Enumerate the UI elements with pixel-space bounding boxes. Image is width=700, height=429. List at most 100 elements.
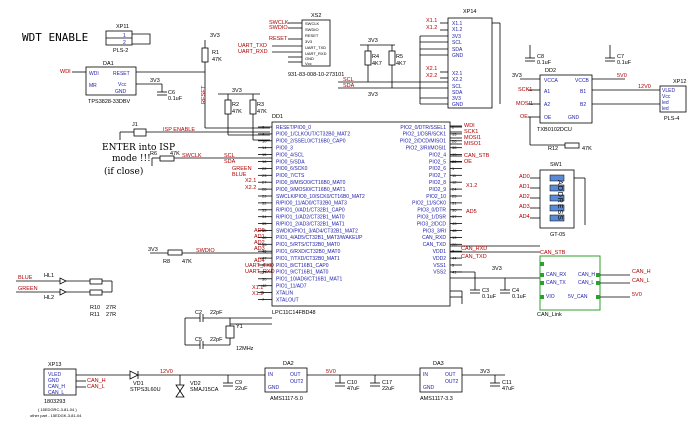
svg-text:X2.2: X2.2 <box>426 73 437 79</box>
dd1-part: LPC11C14FBD48 <box>272 310 316 316</box>
svg-text:UART_RXD: UART_RXD <box>245 269 275 275</box>
svg-text:GND: GND <box>452 53 464 59</box>
svg-text:XS2: XS2 <box>311 13 321 19</box>
svg-text:SCK1: SCK1 <box>464 129 478 135</box>
dd1-pin-number: 10 <box>262 138 267 143</box>
dd1-pin-name: PIO1_9/CT16B1_MAT0 <box>276 270 329 276</box>
da1-part: TPS3828-33DBV <box>88 99 131 105</box>
dd1-pin-number: 24 <box>452 187 457 192</box>
svg-text:C2: C2 <box>195 310 202 316</box>
svg-text:MISO1: MISO1 <box>464 141 481 147</box>
svg-text:AD2: AD2 <box>519 194 530 200</box>
svg-text:CAN_H: CAN_H <box>632 269 651 275</box>
svg-text:C6: C6 <box>168 90 175 96</box>
vd1-diode <box>129 370 139 380</box>
dd1-pin-name: XTALOUT <box>276 297 299 303</box>
dd1-pin-number: 7 <box>262 297 265 302</box>
svg-text:4K7: 4K7 <box>372 61 382 67</box>
net-wdi-da1: WDI <box>60 69 71 75</box>
net-reset-vertical: RESET <box>201 85 207 104</box>
r3-resistor <box>249 99 257 115</box>
svg-text:B2: B2 <box>580 102 586 108</box>
dd1-pin-name: PIO0_7/CTS <box>276 173 305 179</box>
xp12-part: PLS-4 <box>664 116 679 122</box>
svg-text:XP13: XP13 <box>48 362 61 368</box>
dd1-pin-number: 15 <box>262 152 267 157</box>
dd1-pin-number: 34 <box>262 214 267 219</box>
svg-text:VD1: VD1 <box>133 381 144 387</box>
r11-resistor <box>89 289 103 296</box>
svg-text:27R: 27R <box>106 305 116 311</box>
svg-text:B1: B1 <box>580 89 586 95</box>
svg-text:CAN_TX: CAN_TX <box>546 280 566 286</box>
svg-text:5V0: 5V0 <box>617 73 627 79</box>
svg-text:R5: R5 <box>396 54 403 60</box>
dd1-pin-name: PIO3_3/RI <box>423 228 446 234</box>
svg-text:CAN_L: CAN_L <box>632 278 650 284</box>
svg-text:AD0: AD0 <box>519 174 530 180</box>
dd1-pin-number: 11 <box>452 173 457 178</box>
dd1-pin-name: CAN_TXD <box>423 242 447 248</box>
dd1-pin-number: 3 <box>262 125 265 130</box>
dd1-pin-name: PIO3_0/DTR <box>417 208 446 214</box>
da1-watchdog: DA1 WDI MR RESET Vcc GND TPS3828-33DBV W… <box>60 61 205 105</box>
svg-text:led: led <box>662 100 669 106</box>
svg-text:3V3: 3V3 <box>452 96 461 102</box>
svg-text:X2.2: X2.2 <box>245 185 256 191</box>
svg-text:OE: OE <box>464 159 472 165</box>
svg-text:HL1: HL1 <box>44 273 54 279</box>
dd1-pin-number: 44 <box>452 256 457 261</box>
xp14-body <box>447 17 493 109</box>
da3-regulator <box>419 367 463 393</box>
dd1-pin-number: 17 <box>262 269 267 274</box>
svg-text:BLUE: BLUE <box>232 172 247 178</box>
dd1-pin-name: PIO0_8/MISO0/CT16B0_MAT0 <box>276 180 346 186</box>
svg-text:CAN_L: CAN_L <box>87 384 105 390</box>
svg-text:R2: R2 <box>232 102 239 108</box>
dd1-pin-number: 4 <box>262 131 265 136</box>
r1-resistor <box>201 47 209 63</box>
isp-note-line2: mode !!! <box>112 154 151 164</box>
r10-resistor <box>89 278 103 285</box>
dd1-pin-number: 26 <box>452 138 457 143</box>
dd1-pin-name: PIO2_2/DCD/MISO1 <box>400 139 446 145</box>
j1-isp-jumper: J1 ISP ENABLE ENTER into ISP mode !!! (i… <box>102 122 270 177</box>
r5-resistor <box>388 50 396 66</box>
svg-text:3V3: 3V3 <box>210 33 220 39</box>
sw1-part: GT-05 <box>550 232 565 238</box>
svg-text:VLED: VLED <box>662 88 675 94</box>
dd2-body <box>539 74 593 124</box>
dd1-pin-number: 6 <box>262 290 265 295</box>
dd1-pin-number: 30 <box>262 276 267 281</box>
svg-text:RESET: RESET <box>113 71 130 77</box>
svg-text:0.1uF: 0.1uF <box>482 294 497 300</box>
svg-text:GND: GND <box>452 102 464 108</box>
svg-text:22pF: 22pF <box>210 337 223 343</box>
dd1-pin-number: 14 <box>262 145 267 150</box>
svg-text:12V0: 12V0 <box>160 369 173 375</box>
status-leds: BLUE GREEN HL1 HL2 R10 27R R11 27R <box>16 273 116 318</box>
svg-text:C10: C10 <box>347 380 357 386</box>
xp13-body <box>43 368 77 396</box>
svg-text:SDA: SDA <box>224 159 236 165</box>
dd1-pin-name: PIO0_9/MOSI0/CT16B0_MAT1 <box>276 187 346 193</box>
r6-swclk: R6 47K SWCLK <box>150 151 272 166</box>
svg-text:SWDIO: SWDIO <box>305 27 319 32</box>
svg-text:C5: C5 <box>195 337 202 343</box>
svg-text:R8: R8 <box>163 259 170 265</box>
dd1-pin-name: R/PIO0_11/AD0/CT32B0_MAT3 <box>276 201 347 207</box>
dd1-pin-name: PIO0_6/SCK0 <box>276 166 308 172</box>
svg-text:UART_RXD: UART_RXD <box>238 49 268 55</box>
svg-text:X1.2: X1.2 <box>466 183 477 189</box>
svg-text:CAN_RXD: CAN_RXD <box>461 246 487 252</box>
svg-text:0.1uF: 0.1uF <box>512 294 527 300</box>
sw1-toggle-3 <box>549 194 565 202</box>
svg-text:OUT2: OUT2 <box>445 379 459 385</box>
dd1-body <box>271 121 451 307</box>
svg-text:X2.2: X2.2 <box>452 77 463 83</box>
dd1-pin-number: 33 <box>262 207 267 212</box>
dd1-pin-number: 5 <box>452 263 455 268</box>
svg-text:0.1uF: 0.1uF <box>537 60 552 66</box>
dd1-pin-number: 12 <box>452 180 457 185</box>
